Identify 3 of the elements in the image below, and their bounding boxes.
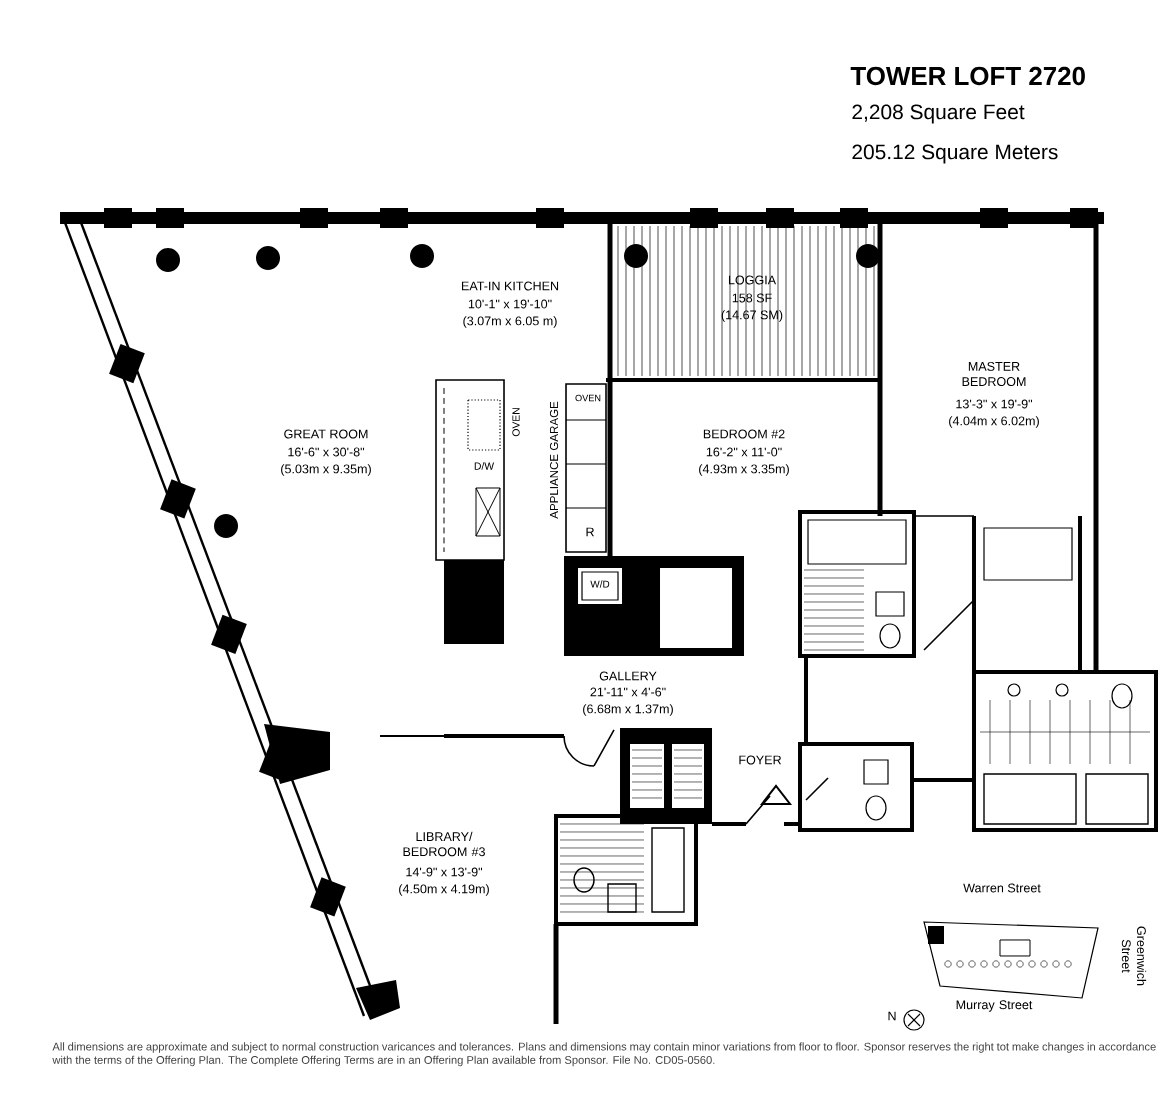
title: TOWER LOFT 2720: [850, 66, 1085, 86]
area-label: 205.12 Square Meters: [852, 144, 1058, 164]
area-label: 2,208 Square Feet: [852, 104, 1025, 124]
